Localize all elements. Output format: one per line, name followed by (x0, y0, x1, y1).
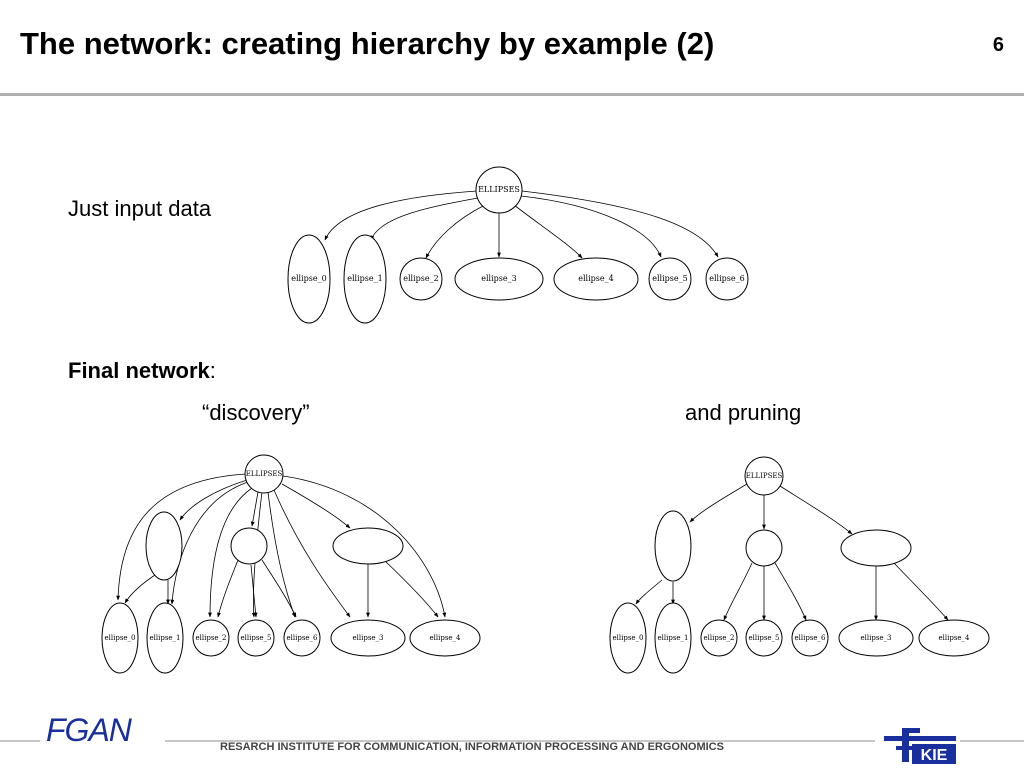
pruned-node-ellipse-4 (918, 619, 990, 657)
discovery-intermediate-b (230, 527, 268, 565)
input-label-ellipse-0: ellipse_0 (291, 274, 326, 283)
page-number: 6 (992, 34, 1004, 56)
pruned-label-ellipse-3: ellipse_3 (860, 634, 891, 642)
discovery-label: “discovery” (202, 400, 310, 425)
input-node-ellipse-5 (648, 257, 692, 301)
pruned-label-ellipse-6: ellipse_6 (794, 634, 826, 642)
input-label-ellipse-2: ellipse_2 (403, 274, 438, 283)
pruned-intermediate-a (654, 510, 692, 582)
slide-title: The network: creating hierarchy by examp… (20, 26, 715, 61)
input-node-ellipse-0 (287, 234, 331, 324)
pruned-label-ellipse-4: ellipse_4 (938, 634, 970, 642)
discovery-label-ellipse-5: ellipse_5 (240, 634, 271, 642)
final-network-colon: : (209, 358, 216, 383)
discovery-root-node (244, 454, 284, 494)
pruned-intermediate-b (745, 529, 783, 567)
fkie-logo: KIE (884, 724, 956, 764)
pruned-label-ellipse-2: ellipse_2 (703, 634, 734, 642)
final-network-heading: Final network: (68, 358, 216, 384)
input-node-ellipse-4 (553, 257, 639, 301)
discovery-node-ellipse-3 (330, 619, 406, 657)
discovery-label-ellipse-0: ellipse_0 (104, 634, 135, 642)
input-label-ellipse-3: ellipse_3 (481, 274, 516, 283)
pruned-graph: ELLIPSES ellipse_0 ellipse_1 ellipse_2 e… (609, 456, 990, 674)
pruned-node-ellipse-3 (838, 619, 914, 657)
discovery-intermediate-a (145, 511, 183, 581)
pruned-label-ellipse-0: ellipse_0 (612, 634, 643, 642)
discovery-root-label: ELLIPSES (246, 470, 283, 478)
input-label-ellipse-5: ellipse_5 (652, 274, 687, 283)
pruned-node-ellipse-5 (745, 619, 783, 657)
input-label-ellipse-1: ellipse_1 (347, 274, 382, 283)
pruned-root-node (744, 456, 784, 496)
discovery-label-ellipse-1: ellipse_1 (149, 634, 180, 642)
discovery-node-ellipse-2 (192, 619, 230, 657)
title-rule (0, 93, 1024, 96)
discovery-graph: ELLIPSES ellipse_0 ellipse_1 ellipse_2 e… (101, 454, 481, 674)
final-network-label: Final network (68, 358, 210, 383)
discovery-label-ellipse-4: ellipse_4 (429, 634, 461, 642)
discovery-node-ellipse-4 (409, 619, 481, 657)
input-node-ellipse-1 (343, 234, 387, 324)
input-data-label: Just input data (68, 196, 212, 221)
fkie-logo-text: KIE (921, 747, 948, 764)
footer-line-middle (165, 740, 875, 742)
footer-line-left (0, 740, 40, 742)
input-node-ellipse-3 (454, 257, 544, 301)
input-graph: ELLIPSES ellipse_0 ellipse_1 ellipse_2 e… (287, 166, 749, 324)
discovery-label-ellipse-2: ellipse_2 (195, 634, 226, 642)
input-label-ellipse-4: ellipse_4 (578, 274, 613, 283)
pruned-node-ellipse-2 (700, 619, 738, 657)
pruned-label-ellipse-5: ellipse_5 (748, 634, 779, 642)
discovery-label-ellipse-6: ellipse_6 (286, 634, 318, 642)
pruned-node-ellipse-0 (609, 602, 647, 674)
fgan-logo: FGAN (46, 712, 132, 748)
pruning-label: and pruning (685, 400, 802, 425)
pruned-root-label: ELLIPSES (746, 472, 783, 480)
discovery-node-ellipse-5 (237, 619, 275, 657)
input-root-label: ELLIPSES (478, 185, 520, 194)
discovery-intermediate-c (332, 527, 404, 565)
discovery-node-ellipse-6 (283, 619, 321, 657)
discovery-node-ellipse-1 (146, 602, 184, 674)
input-root-node (475, 166, 523, 214)
discovery-label-ellipse-3: ellipse_3 (352, 634, 383, 642)
input-node-ellipse-6 (705, 257, 749, 301)
pruned-node-ellipse-1 (654, 602, 692, 674)
footer-line-right (960, 740, 1024, 742)
pruned-intermediate-c (840, 529, 912, 567)
institute-name: RESARCH INSTITUTE FOR COMMUNICATION, INF… (220, 741, 724, 753)
discovery-node-ellipse-0 (101, 602, 139, 674)
input-label-ellipse-6: ellipse_6 (709, 274, 744, 283)
input-node-ellipse-2 (399, 257, 443, 301)
pruned-node-ellipse-6 (791, 619, 829, 657)
pruned-label-ellipse-1: ellipse_1 (657, 634, 688, 642)
fkie-logo-icon: KIE (884, 728, 956, 764)
